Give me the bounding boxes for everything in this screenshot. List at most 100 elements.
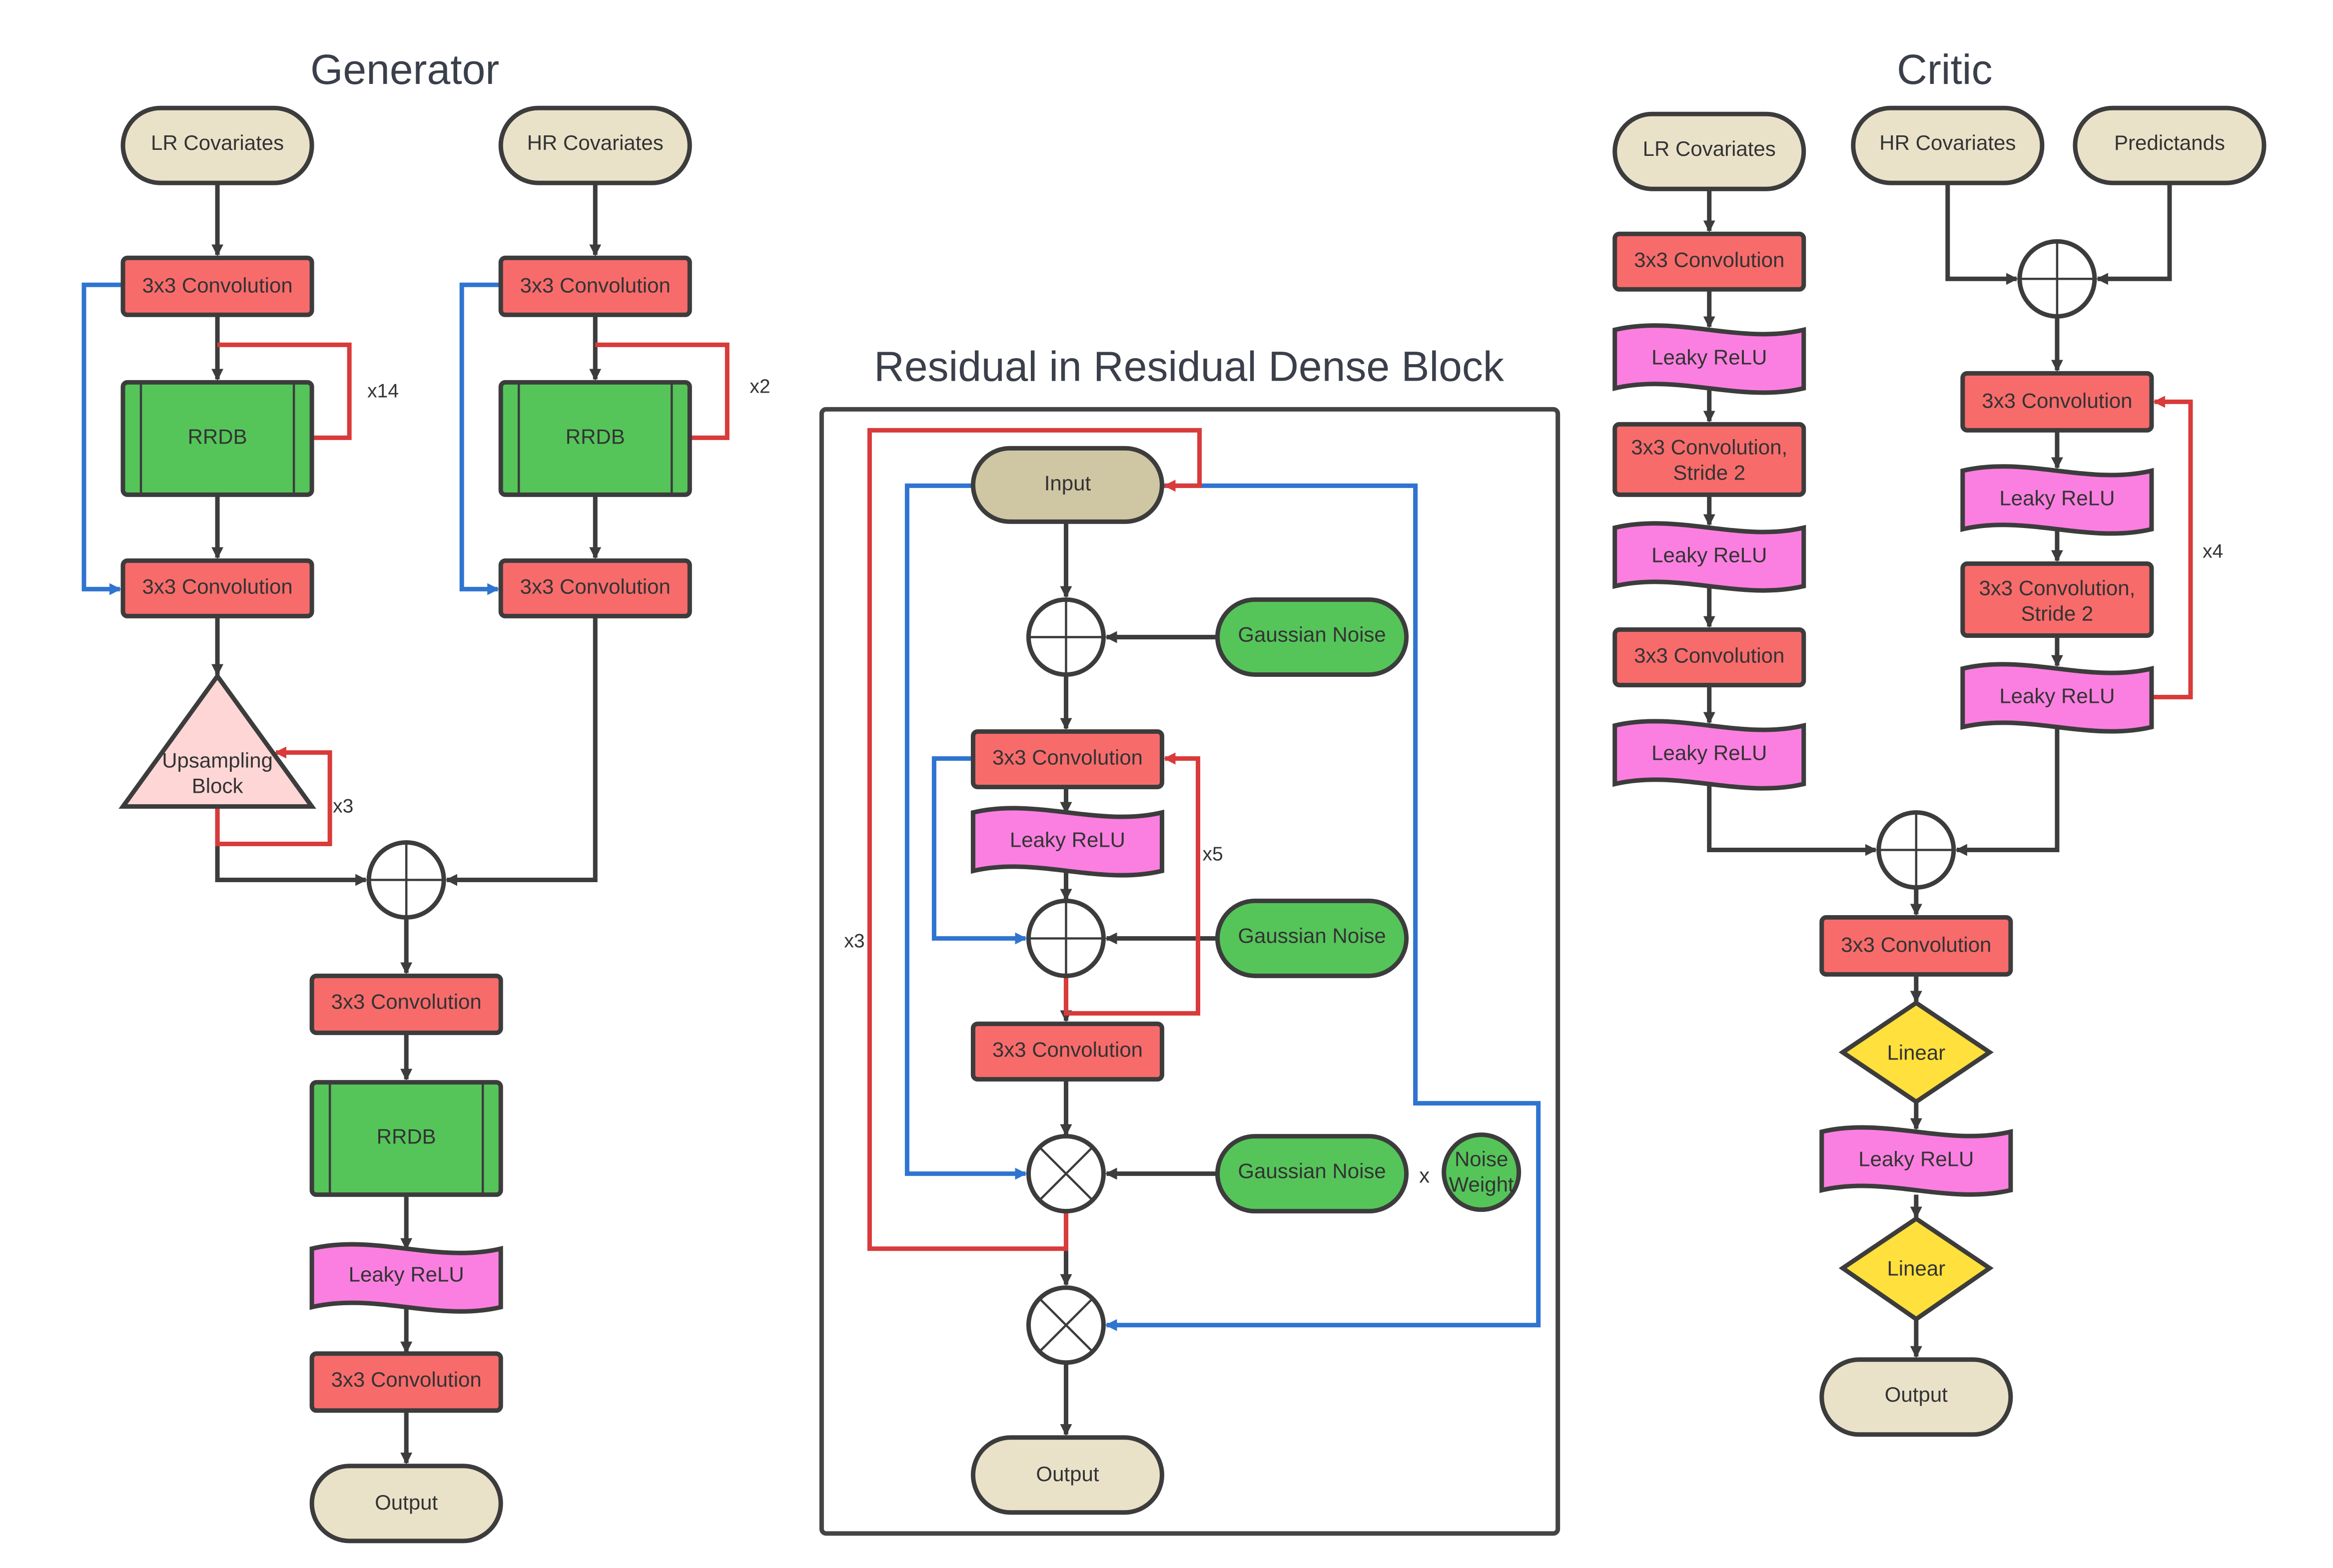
gen-hr-rrdb: RRDB bbox=[498, 380, 692, 497]
critic-lr-conv-1: 3x3 Convolution bbox=[1612, 231, 1806, 292]
critic-hr-sum-op bbox=[2017, 239, 2097, 319]
critic-linear-2-label: Linear bbox=[1887, 1257, 1945, 1280]
gen-rrdb-final: RRDB bbox=[309, 1080, 503, 1197]
critic-hr-conv-1-label: 3x3 Convolution bbox=[1982, 389, 2132, 412]
gen-lr-conv-2: 3x3 Convolution bbox=[120, 558, 314, 618]
rrdb-noise-weight-label-1: Noise bbox=[1455, 1147, 1508, 1171]
critic-leaky-relu-final: Leaky ReLU bbox=[1819, 1125, 2013, 1197]
gen-repeat-x3: x3 bbox=[333, 796, 353, 817]
gen-sum-op bbox=[366, 840, 446, 920]
critic-hr-leaky-relu-1-label: Leaky ReLU bbox=[1999, 486, 2115, 510]
critic-lr-leaky-relu-3-label: Leaky ReLU bbox=[1651, 741, 1767, 764]
critic-output-label: Output bbox=[1885, 1383, 1948, 1406]
gen-upsampling-label-2: Block bbox=[192, 774, 244, 798]
gen-lr-rrdb: RRDB bbox=[120, 380, 314, 497]
critic-hr-covariates-label: HR Covariates bbox=[1879, 131, 2016, 154]
critic-hr-conv-stride: 3x3 Convolution, Stride 2 bbox=[1960, 561, 2154, 638]
rrdb-gaussian-noise-3: Gaussian Noise bbox=[1215, 1134, 1409, 1214]
critic-lr-conv-stride-1-label-1: 3x3 Convolution, bbox=[1631, 435, 1787, 459]
generator-edges bbox=[81, 183, 730, 1465]
rrdb-conv-2-label: 3x3 Convolution bbox=[992, 1038, 1143, 1061]
critic-lr-leaky-relu-2-label: Leaky ReLU bbox=[1651, 543, 1767, 566]
rrdb-sum-op-1 bbox=[1026, 597, 1106, 677]
rrdb-repeat-x5: x5 bbox=[1203, 844, 1223, 865]
gen-lr-conv-1-label: 3x3 Convolution bbox=[142, 273, 292, 297]
critic-edges bbox=[1703, 183, 2193, 1358]
critic-hr-conv-1: 3x3 Convolution bbox=[1960, 371, 2154, 433]
gen-upsampling-label-1: Upsampling bbox=[162, 748, 273, 772]
critic-repeat-x4: x4 bbox=[2203, 540, 2223, 562]
critic-lr-conv-stride-1: 3x3 Convolution, Stride 2 bbox=[1612, 422, 1806, 497]
gen-lr-conv-1: 3x3 Convolution bbox=[120, 255, 314, 317]
rrdb-leaky-relu-label: Leaky ReLU bbox=[1010, 828, 1125, 852]
gen-hr-conv-2-label: 3x3 Convolution bbox=[520, 574, 671, 598]
gen-hr-conv-1-label: 3x3 Convolution bbox=[520, 273, 671, 297]
critic-output: Output bbox=[1819, 1357, 2013, 1437]
critic-predictands-label: Predictands bbox=[2114, 131, 2225, 154]
gen-leaky-relu: Leaky ReLU bbox=[309, 1242, 503, 1314]
critic-lr-leaky-relu-2: Leaky ReLU bbox=[1612, 521, 1806, 593]
rrdb-gaussian-noise-1-label: Gaussian Noise bbox=[1238, 622, 1386, 646]
critic-hr-leaky-relu-2: Leaky ReLU bbox=[1960, 662, 2154, 734]
gen-hr-rrdb-label: RRDB bbox=[566, 425, 625, 448]
critic-title: Critic bbox=[1897, 46, 1992, 93]
rrdb-title: Residual in Residual Dense Block bbox=[874, 343, 1505, 390]
gen-rrdb-final-label: RRDB bbox=[377, 1125, 436, 1148]
critic-lr-conv-1-label: 3x3 Convolution bbox=[1634, 248, 1784, 271]
gen-hr-covariates-label: HR Covariates bbox=[527, 131, 664, 154]
critic-hr-covariates: HR Covariates bbox=[1851, 105, 2045, 185]
rrdb-noise-weight-label-2: Weight bbox=[1449, 1173, 1514, 1196]
rrdb-input: Input bbox=[970, 446, 1164, 524]
gen-repeat-x14: x14 bbox=[367, 380, 399, 402]
gen-lr-conv-2-label: 3x3 Convolution bbox=[142, 574, 292, 598]
gen-conv-4: 3x3 Convolution bbox=[309, 1351, 503, 1413]
critic-hr-leaky-relu-1: Leaky ReLU bbox=[1960, 464, 2154, 536]
rrdb-gaussian-noise-2: Gaussian Noise bbox=[1215, 899, 1409, 979]
rrdb-conv-1: 3x3 Convolution bbox=[970, 729, 1164, 790]
rrdb-mult-op-1 bbox=[1026, 1134, 1106, 1214]
gen-repeat-x2: x2 bbox=[750, 376, 770, 397]
critic-lr-leaky-relu-1: Leaky ReLU bbox=[1612, 323, 1806, 395]
rrdb-gaussian-noise-1: Gaussian Noise bbox=[1215, 597, 1409, 677]
rrdb-times-sign: x bbox=[1419, 1164, 1430, 1187]
gen-lr-rrdb-label: RRDB bbox=[188, 425, 247, 448]
critic-lr-conv-2: 3x3 Convolution bbox=[1612, 627, 1806, 687]
critic-hr-conv-stride-label-1: 3x3 Convolution, bbox=[1979, 576, 2135, 599]
gen-lr-covariates: LR Covariates bbox=[120, 105, 314, 185]
gen-hr-conv-2: 3x3 Convolution bbox=[498, 558, 692, 618]
gen-conv-3: 3x3 Convolution bbox=[309, 974, 503, 1036]
critic-hr-leaky-relu-2-label: Leaky ReLU bbox=[1999, 684, 2115, 707]
rrdb-sum-op-2 bbox=[1026, 899, 1106, 979]
critic-lr-conv-2-label: 3x3 Convolution bbox=[1634, 643, 1784, 667]
gen-conv-4-label: 3x3 Convolution bbox=[331, 1368, 482, 1391]
gen-lr-covariates-label: LR Covariates bbox=[151, 131, 284, 154]
gen-leaky-relu-label: Leaky ReLU bbox=[349, 1263, 464, 1286]
rrdb-conv-1-label: 3x3 Convolution bbox=[992, 745, 1143, 769]
rrdb-output-label: Output bbox=[1036, 1462, 1099, 1486]
critic-lr-leaky-relu-1-label: Leaky ReLU bbox=[1651, 345, 1767, 369]
rrdb-mult-op-2 bbox=[1026, 1285, 1106, 1365]
gen-upsampling-block: Upsampling Block bbox=[118, 672, 316, 809]
critic-linear-2: Linear bbox=[1838, 1216, 1994, 1322]
critic-lr-covariates-label: LR Covariates bbox=[1643, 137, 1776, 160]
critic-hr-conv-stride-label-2: Stride 2 bbox=[2021, 601, 2094, 625]
critic-linear-1: Linear bbox=[1838, 1000, 1994, 1105]
gen-hr-conv-1: 3x3 Convolution bbox=[498, 255, 692, 317]
critic-conv-final: 3x3 Convolution bbox=[1819, 915, 2013, 977]
rrdb-repeat-x3: x3 bbox=[844, 931, 864, 952]
critic-linear-1-label: Linear bbox=[1887, 1041, 1945, 1064]
rrdb-input-label: Input bbox=[1044, 471, 1091, 495]
critic-leaky-relu-final-label: Leaky ReLU bbox=[1858, 1147, 1974, 1171]
gen-conv-3-label: 3x3 Convolution bbox=[331, 990, 482, 1014]
gen-output: Output bbox=[309, 1464, 503, 1544]
rrdb-gaussian-noise-2-label: Gaussian Noise bbox=[1238, 924, 1386, 948]
generator-title: Generator bbox=[310, 46, 499, 93]
rrdb-conv-2: 3x3 Convolution bbox=[970, 1022, 1164, 1082]
rrdb-noise-weight: Noise Weight bbox=[1442, 1132, 1522, 1212]
critic-conv-final-label: 3x3 Convolution bbox=[1841, 933, 1991, 957]
rrdb-edges bbox=[867, 428, 1541, 1436]
rrdb-gaussian-noise-3-label: Gaussian Noise bbox=[1238, 1159, 1386, 1183]
critic-lr-leaky-relu-3: Leaky ReLU bbox=[1612, 719, 1806, 791]
gen-hr-covariates: HR Covariates bbox=[498, 105, 692, 185]
